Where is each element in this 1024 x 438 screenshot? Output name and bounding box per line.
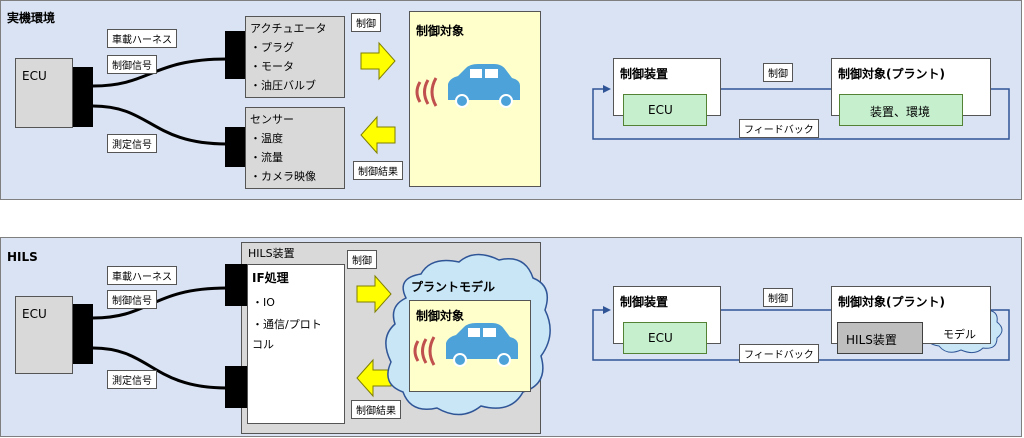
model-label: モデル xyxy=(943,328,976,341)
real-env-panel: 実機環境 ECU 車載ハーネス 制御信号 測定信号 アクチュエータ ・プラグ ・… xyxy=(0,0,1022,200)
control-target-box: 制御対象 xyxy=(409,300,531,392)
car-icon xyxy=(415,64,520,108)
plant-model-label: プラントモデル xyxy=(411,280,496,294)
if-processing-box: IF処理 ・IO ・通信/プロト コル xyxy=(247,264,345,424)
plant-hils-cube: HILS装置 xyxy=(837,322,923,354)
arrow-right-icon xyxy=(356,274,392,314)
plant-device-cube: 装置、環境 xyxy=(839,94,963,126)
block-control-label: 制御 xyxy=(763,63,793,82)
top-arrows xyxy=(360,41,396,155)
sensor-connector xyxy=(225,127,247,167)
ecu-connector xyxy=(73,304,93,364)
sensor-box: センサー ・温度 ・流量 ・カメラ映像 xyxy=(245,107,345,189)
ecu-connector xyxy=(73,67,93,127)
panel-title: HILS xyxy=(7,250,38,264)
ecu-box: ECU xyxy=(15,296,73,374)
controller-ecu-cube: ECU xyxy=(623,94,707,126)
measure-signal-label: 測定信号 xyxy=(107,134,157,153)
arrow-right-icon xyxy=(360,41,396,81)
control-result-label: 制御結果 xyxy=(351,400,401,419)
measure-signal-label: 測定信号 xyxy=(107,370,157,389)
harness-label: 車載ハーネス xyxy=(107,266,177,285)
actuator-box: アクチュエータ ・プラグ ・モータ ・油圧バルブ xyxy=(245,16,345,98)
hils-panel: HILS ECU 車載ハーネス 制御信号 測定信号 HILS装置 IF処理 ・I… xyxy=(0,237,1022,437)
control-target-box: 制御対象 xyxy=(409,11,541,187)
panel-title: 実機環境 xyxy=(7,11,56,25)
control-label: 制御 xyxy=(351,13,381,32)
controller-ecu-cube: ECU xyxy=(623,322,707,354)
hils-connector-top xyxy=(225,264,247,306)
feedback-label: フィードバック xyxy=(739,344,819,363)
harness-label: 車載ハーネス xyxy=(107,29,177,48)
control-signal-label: 制御信号 xyxy=(107,55,157,74)
control-result-label: 制御結果 xyxy=(353,161,403,180)
ecu-box: ECU xyxy=(15,58,73,128)
car-icon xyxy=(413,323,518,367)
hils-connector-bottom xyxy=(225,366,247,408)
arrow-left-icon xyxy=(356,358,392,398)
feedback-label: フィードバック xyxy=(739,119,819,138)
actuator-connector xyxy=(225,31,247,79)
block-control-label: 制御 xyxy=(763,288,793,307)
control-label: 制御 xyxy=(347,250,377,269)
control-signal-label: 制御信号 xyxy=(107,290,157,309)
arrow-left-icon xyxy=(360,115,396,155)
